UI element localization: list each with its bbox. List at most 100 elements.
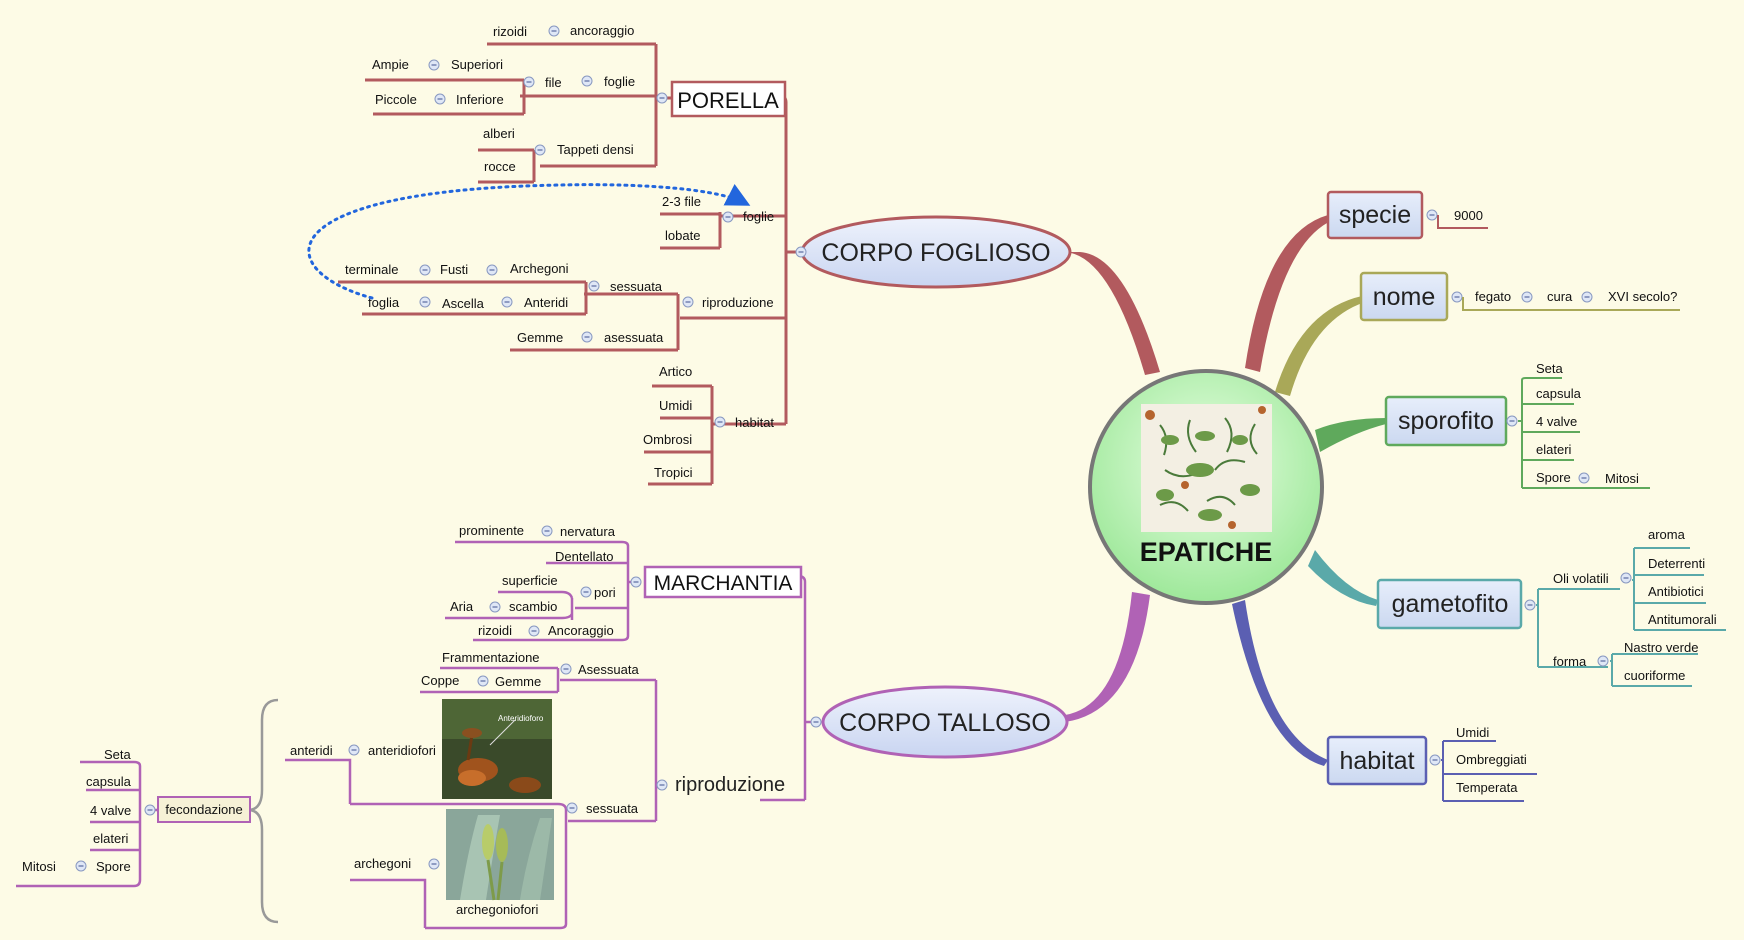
oli-aroma: aroma [1648, 527, 1686, 542]
march-scambio: scambio [509, 599, 557, 614]
relationship-arrow[interactable] [307, 183, 751, 300]
habitat-box[interactable] [1326, 735, 1428, 786]
archegonioforo-photo [446, 809, 554, 901]
riproduzione-label: riproduzione [702, 295, 774, 310]
porella-rocce: rocce [484, 159, 516, 174]
sporofito-capsula: capsula [1536, 386, 1582, 401]
ripro-foglia: foglia [368, 295, 400, 310]
corpo-talloso-node[interactable] [821, 685, 1069, 759]
central-topic[interactable]: EPATICHE [1088, 369, 1324, 605]
ripro-terminale: terminale [345, 262, 398, 277]
gametofito-oli: Oli volatili [1553, 571, 1609, 586]
central-title: EPATICHE [1140, 537, 1273, 567]
habitat-ombreggiati: Ombreggiati [1456, 752, 1527, 767]
specie-label: specie [1339, 201, 1411, 229]
fhab-ombrosi: Ombrosi [643, 432, 692, 447]
liverwort-illustration-icon [1141, 404, 1272, 532]
nome-fegato: fegato [1475, 289, 1511, 304]
sporofito-box[interactable] [1384, 395, 1508, 447]
march-rizoidi: rizoidi [478, 623, 512, 638]
topic-gametofito: gametofito Oli volatili aroma Deterrenti… [1376, 527, 1726, 687]
foglie-label: foglie [743, 209, 774, 224]
habitat-temperata: Temperata [1456, 780, 1518, 795]
forma-cuoriforme: cuoriforme [1624, 668, 1685, 683]
forma-nastro: Nastro verde [1624, 640, 1698, 655]
ripro-fusti: Fusti [440, 262, 468, 277]
fecondazione-label: fecondazione [165, 802, 242, 817]
topic-sporofito: sporofito Seta capsula 4 valve elateri S… [1384, 361, 1650, 489]
specie-box[interactable] [1326, 190, 1424, 240]
tall-frammentazione: Frammentazione [442, 650, 540, 665]
sporofito-elateri: elateri [1536, 442, 1572, 457]
ripro-anteridi: Anteridi [524, 295, 568, 310]
porella-alberi: alberi [483, 126, 515, 141]
porella-file: file [545, 75, 562, 90]
ripro-ascella: Ascella [442, 296, 485, 311]
marchantia-label: MARCHANTIA [654, 572, 793, 595]
porella-label: PORELLA [677, 88, 779, 113]
anteridioforo-photo: Anteridioforo [442, 699, 552, 799]
porella-superiori: Superiori [451, 57, 503, 72]
porella-inferiore: Inferiore [456, 92, 504, 107]
anteridioforo-caption: Anteridioforo [498, 714, 544, 723]
corpo-talloso-label: CORPO TALLOSO [839, 709, 1051, 737]
porella-ampie: Ampie [372, 57, 409, 72]
fhab-umidi: Umidi [659, 398, 692, 413]
foglie-lobate: lobate [665, 228, 700, 243]
habitat-label: habitat [1339, 747, 1414, 775]
march-pori: pori [594, 585, 616, 600]
ripro-archegoni: Archegoni [510, 261, 569, 276]
fecondazione-node[interactable] [157, 796, 251, 823]
feco-elateri: elateri [93, 831, 129, 846]
tall-coppe: Coppe [421, 673, 459, 688]
sporofito-label: sporofito [1398, 407, 1494, 435]
ripro-sessuata: sessuata [610, 279, 663, 294]
march-nervatura: nervatura [560, 524, 616, 539]
corpo-foglioso-label: CORPO FOGLIOSO [821, 239, 1050, 267]
oli-antibiotici: Antibiotici [1648, 584, 1704, 599]
specie-9000: 9000 [1454, 208, 1483, 223]
porella-ancoraggio: ancoraggio [570, 23, 634, 38]
feco-capsula: capsula [86, 774, 132, 789]
tall-anteridi: anteridi [290, 743, 333, 758]
tall-riproduzione-label: riproduzione [675, 774, 785, 796]
bracket-brace [247, 698, 279, 924]
march-superficie: superficie [502, 573, 558, 588]
topic-nome: nome fegato cura XVI secolo? [1359, 271, 1680, 322]
sporofito-seta: Seta [1536, 361, 1564, 376]
fhab-label: habitat [735, 415, 774, 430]
marchantia-node[interactable] [643, 565, 803, 599]
topic-specie: specie 9000 [1326, 190, 1488, 240]
habitat-umidi: Umidi [1456, 725, 1489, 740]
gametofito-box[interactable] [1376, 578, 1523, 630]
topic-habitat: habitat Umidi Ombreggiati Temperata [1326, 725, 1537, 802]
nome-box[interactable] [1359, 271, 1449, 322]
tall-asessuata: Asessuata [578, 662, 639, 677]
march-dentellato: Dentellato [555, 549, 614, 564]
feco-4valve: 4 valve [90, 803, 131, 818]
gametofito-forma: forma [1553, 654, 1587, 669]
oli-antitumorali: Antitumorali [1648, 612, 1717, 627]
gametofito-label: gametofito [1392, 590, 1509, 618]
nome-cura: cura [1547, 289, 1573, 304]
porella-node[interactable] [670, 80, 787, 118]
topic-corpo-talloso: CORPO TALLOSO MARCHANTIA prominente nerv… [16, 523, 1069, 930]
tall-gemme: Gemme [495, 674, 541, 689]
feco-seta: Seta [104, 747, 132, 762]
oli-deterrenti: Deterrenti [1648, 556, 1705, 571]
sporofito-mitosi: Mitosi [1605, 471, 1639, 486]
tall-anteridiofori: anteridiofori [368, 743, 436, 758]
fhab-artico: Artico [659, 364, 692, 379]
porella-tappeti: Tappeti densi [557, 142, 634, 157]
tall-archegoniofori: archegoniofori [456, 902, 538, 917]
march-aria: Aria [450, 599, 474, 614]
fhab-tropici: Tropici [654, 465, 693, 480]
porella-foglie: foglie [604, 74, 635, 89]
tall-sessuata: sessuata [586, 801, 639, 816]
march-ancoraggio: Ancoraggio [548, 623, 614, 638]
ripro-asessuata: asessuata [604, 330, 664, 345]
sporofito-spore: Spore [1536, 470, 1571, 485]
porella-rizoidi: rizoidi [493, 24, 527, 39]
tall-archegoni: archegoni [354, 856, 411, 871]
